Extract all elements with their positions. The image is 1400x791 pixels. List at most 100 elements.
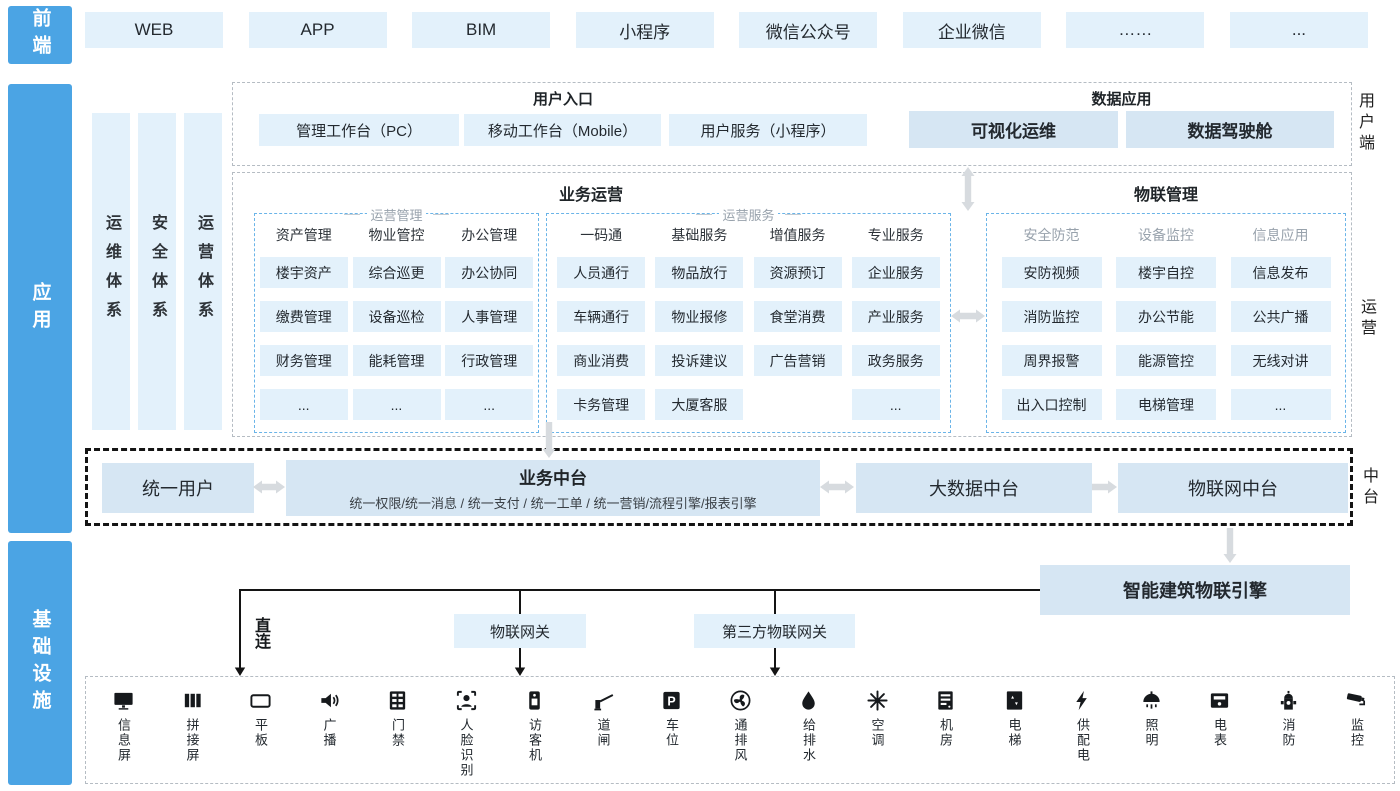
module-box: 行政管理 [445, 345, 534, 376]
module-box: 商业消费 [557, 345, 646, 376]
business-platform-title: 业务中台 [519, 469, 587, 488]
module-box: 设备巡检 [352, 301, 441, 332]
water-supply-icon [802, 691, 815, 710]
column-device-monitoring: 设备监控 楼宇自控 办公节能 能源管控 电梯管理 [1116, 226, 1216, 432]
module-box: 人员通行 [557, 257, 646, 288]
module-box: 消防监控 [1001, 301, 1102, 332]
sidebar-application: 应用 [8, 84, 72, 533]
device-fire-protection: 消防 [1257, 689, 1319, 748]
server-room-icon [938, 691, 953, 710]
module-box: 人事管理 [445, 301, 534, 332]
column-header: 办公管理 [461, 227, 518, 243]
column-basic-services: 基础服务 物品放行 物业报修 投诉建议 大厦客服 [655, 226, 744, 432]
column-header: 专业服务 [867, 227, 924, 243]
module-box: 综合巡更 [352, 257, 441, 288]
iot-gateway-box: 物联网关 [454, 614, 586, 648]
title-line [696, 214, 713, 215]
video-wall-icon [184, 693, 201, 708]
group-title: 运营管理 [255, 205, 538, 224]
business-middle-platform-box: 业务中台 统一权限/统一消息 / 统一支付 / 统一工单 / 统一营销/流程引擎… [286, 460, 820, 516]
device-lighting: 照明 [1120, 689, 1182, 748]
channel-app: APP [248, 12, 387, 48]
bigdata-middle-platform-box: 大数据中台 [856, 463, 1092, 513]
module-box: 卡务管理 [557, 389, 646, 420]
cctv-icon [1346, 693, 1366, 706]
arrowhead-direct [234, 667, 246, 676]
module-box: 办公协同 [445, 257, 534, 288]
channel-wecom: 企业微信 [902, 12, 1041, 48]
module-box: 财务管理 [259, 345, 348, 376]
business-operation-section: 业务运营 物联管理 运营管理 资产管理 楼宇资产 缴费管理 财务管理 ... 物… [232, 172, 1352, 437]
pillar-operation-system: 运营体系 [184, 113, 222, 430]
module-box: 无线对讲 [1230, 345, 1331, 376]
module-box: 电梯管理 [1116, 389, 1216, 420]
power-distribution-icon [1076, 690, 1087, 711]
line-direct-trunk [239, 589, 1040, 668]
module-box: 信息发布 [1230, 257, 1331, 288]
module-box: ... [1230, 389, 1331, 420]
module-box: 能源管控 [1116, 345, 1216, 376]
module-box: 大厦客服 [655, 389, 744, 420]
module-box: 能耗管理 [352, 345, 441, 376]
frontend-label: 前端 [29, 8, 51, 62]
device-parking: P 车位 [641, 689, 703, 748]
device-container: 信息屏 拼接屏 平板 广播 门禁 人脸识别 访客机 道闸 [85, 676, 1395, 784]
title-line [344, 214, 361, 215]
device-electric-meter: 电表 [1189, 689, 1251, 748]
data-app-title: 数据应用 [1091, 91, 1152, 108]
module-box: ... [259, 389, 348, 420]
user-entry-section: 用户入口 管理工作台（PC） 移动工作台（Mobile） 用户服务（小程序） 数… [232, 82, 1352, 166]
elevator-icon [1006, 691, 1022, 710]
pillar-label: 安全体系 [149, 213, 166, 330]
column-value-added-services: 增值服务 资源预订 食堂消费 广告营销 [753, 226, 842, 432]
barrier-gate-icon [593, 694, 613, 711]
user-side-label: 用户端 [1356, 92, 1373, 155]
module-box: 出入口控制 [1001, 389, 1102, 420]
iot-middle-platform-box: 物联网中台 [1118, 463, 1348, 513]
ventilation-icon [730, 690, 750, 711]
pillar-label: 运维体系 [103, 213, 120, 330]
arrow-iotplatform-engine [1223, 528, 1237, 563]
column-header: 资产管理 [275, 227, 332, 243]
user-entry-title: 用户入口 [532, 91, 593, 108]
frontend-channels: WEB APP BIM 小程序 微信公众号 企业微信 …… ... [85, 12, 1368, 48]
column-header: 物业管控 [368, 227, 425, 243]
title-line [432, 214, 449, 215]
broadcast-icon [320, 693, 338, 708]
infrastructure-label: 基础设施 [29, 609, 51, 717]
channel-mini-program: 小程序 [575, 12, 714, 48]
module-box: 楼宇资产 [259, 257, 348, 288]
column-asset-mgmt: 资产管理 楼宇资产 缴费管理 财务管理 ... [259, 226, 348, 432]
device-door-access: 门禁 [367, 689, 429, 748]
device-barrier-gate: 道闸 [572, 689, 634, 748]
electric-meter-icon [1210, 693, 1229, 708]
column-header: 设备监控 [1138, 227, 1194, 243]
system-pillars: 运维体系 安全体系 运营体系 [92, 113, 222, 430]
title-line [784, 214, 801, 215]
column-header: 增值服务 [769, 227, 826, 243]
door-access-icon [389, 691, 406, 710]
channel-ellipsis-cn: …… [1066, 12, 1205, 48]
module-box: 广告营销 [753, 345, 842, 376]
sidebar-infrastructure: 基础设施 [8, 541, 72, 785]
device-ventilation: 通排风 [709, 689, 771, 763]
business-ops-title: 业务运营 [558, 187, 623, 204]
device-elevator: 电梯 [983, 689, 1045, 748]
channel-wechat-official: 微信公众号 [739, 12, 878, 48]
column-header: 一码通 [580, 227, 623, 243]
pillar-label: 运营体系 [195, 213, 212, 330]
column-property-control: 物业管控 综合巡更 设备巡检 能耗管理 ... [352, 226, 441, 432]
entry-pc-workbench: 管理工作台（PC） [259, 114, 459, 146]
column-header: 信息应用 [1252, 227, 1309, 243]
parking-icon: P [663, 691, 680, 710]
arrowhead-thirdparty [769, 667, 781, 676]
device-video-wall: 拼接屏 [161, 689, 223, 763]
direct-connect-label: 直连 [252, 617, 269, 649]
channel-ellipsis: ... [1229, 12, 1368, 48]
channel-web: WEB [85, 12, 223, 48]
column-header: 基础服务 [671, 227, 728, 243]
entry-mobile-workbench: 移动工作台（Mobile） [464, 114, 661, 146]
iot-mgmt-title: 物联管理 [1133, 187, 1198, 204]
module-box: 办公节能 [1116, 301, 1216, 332]
device-info-screen: 信息屏 [93, 689, 155, 763]
